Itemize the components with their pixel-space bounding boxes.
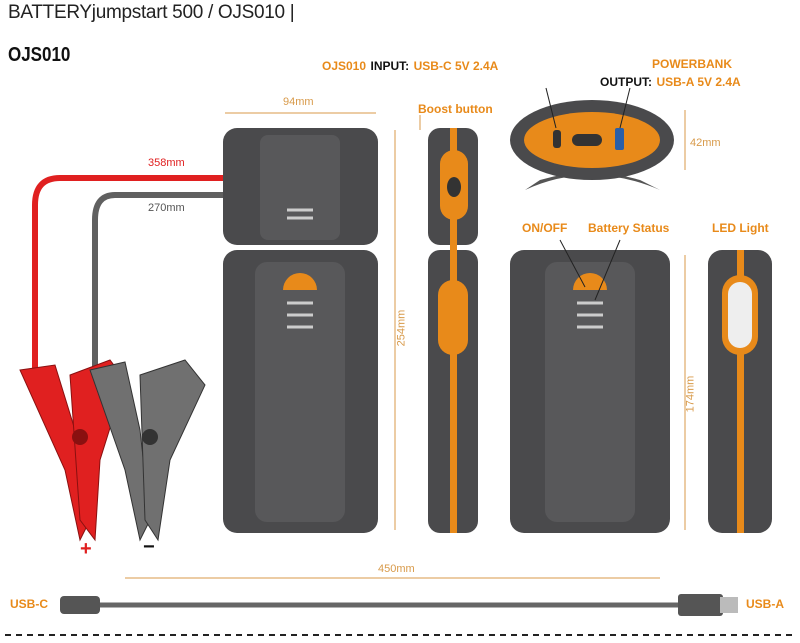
powerbank-label: POWERBANK [652,57,732,71]
positive-sign: + [80,538,92,560]
output-spec: OUTPUT: USB-A 5V 2.4A [600,75,741,89]
top-view [510,87,674,190]
boost-button-label: Boost button [418,102,493,116]
battery-status-label: Battery Status [588,221,670,235]
side-view [428,128,478,533]
usb-a-label: USB-A [746,597,784,611]
red-cable [32,175,235,370]
page-title: BATTERYjumpstart 500 / OJS010 | [8,2,295,23]
red-cable-length: 358mm [148,157,185,169]
back-view [510,239,670,533]
black-cable [92,192,235,370]
input-spec: OJS010 INPUT: USB-C 5V 2.4A [322,59,499,73]
side-height-dimension: 174mm [684,375,697,413]
negative-sign: − [143,536,155,558]
height-dimension: 254mm [395,309,408,347]
usb-c-label: USB-C [10,597,48,611]
led-side-view [708,250,772,533]
width-dimension: 94mm [283,96,314,108]
black-clamp-icon [89,359,206,542]
usb-a-port-icon [615,128,624,150]
usb-c-port-icon [553,130,561,148]
led-light-label: LED Light [712,221,769,235]
black-cable-length: 270mm [148,202,185,214]
depth-dimension: 42mm [690,137,721,149]
led-light-icon [728,282,752,348]
usb-cable-length: 450mm [378,563,415,575]
usb-cable [60,594,738,616]
model-heading: OJS010 [8,44,71,66]
front-view [223,128,378,533]
on-off-label: ON/OFF [522,221,568,235]
